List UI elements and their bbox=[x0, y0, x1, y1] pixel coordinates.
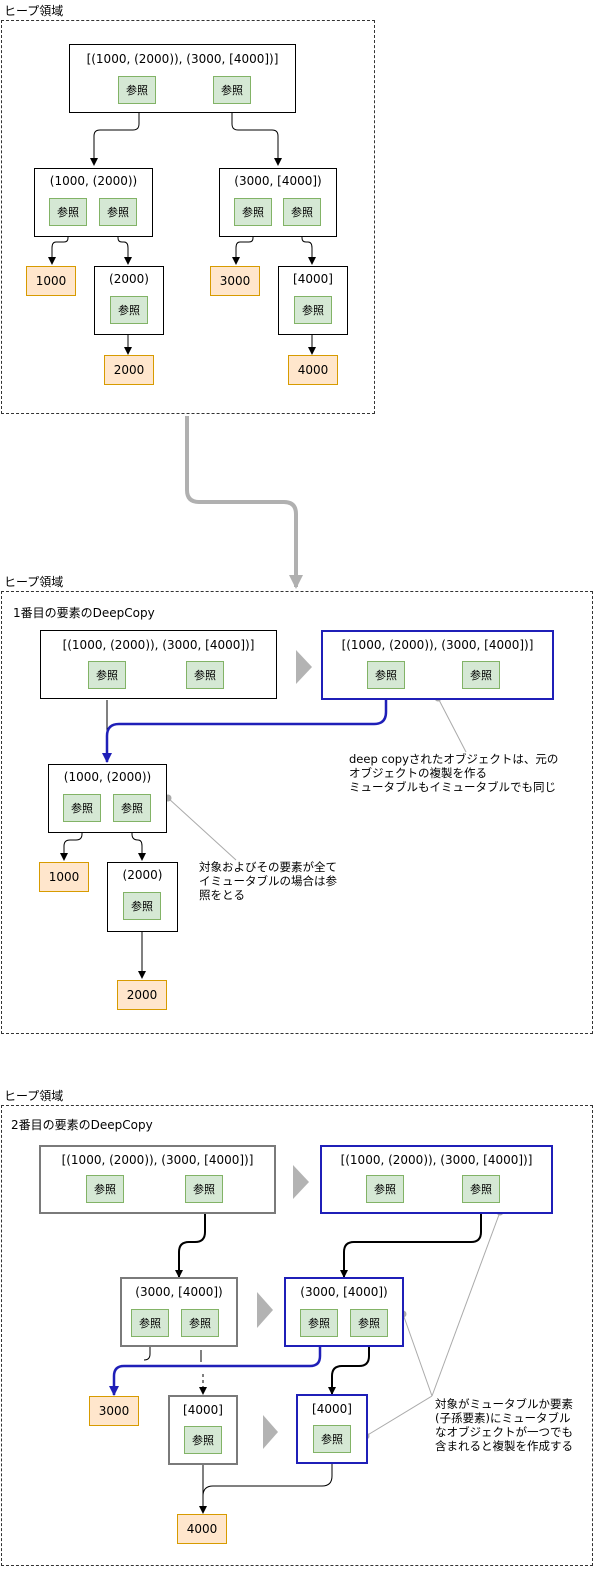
deep-copy-note: deep copyされたオブジェクトは、元の オブジェクトの複製を作る ミュータ… bbox=[349, 752, 559, 794]
ref-cell: 参照 bbox=[367, 661, 405, 689]
heap-label: ヒープ領域 bbox=[4, 575, 64, 589]
list-title: [4000] bbox=[293, 272, 333, 286]
heap-region-1 bbox=[1, 20, 375, 414]
ref-cell: 参照 bbox=[213, 76, 251, 104]
ref-cell: 参照 bbox=[234, 198, 272, 226]
ref-cell: 参照 bbox=[131, 1309, 169, 1337]
copied-list-object: [(1000, (2000)), (3000, [4000])] bbox=[320, 1145, 553, 1214]
ref-cell: 参照 bbox=[113, 794, 151, 822]
heap-region-2 bbox=[1, 591, 593, 1034]
transition-arrow bbox=[185, 416, 303, 589]
ref-cell: 参照 bbox=[313, 1425, 351, 1453]
list-title: [4000] bbox=[312, 1402, 352, 1416]
ref-cell: 参照 bbox=[86, 1175, 124, 1203]
ref-cell: 参照 bbox=[350, 1309, 388, 1337]
ref-cell: 参照 bbox=[294, 296, 332, 324]
int-value: 2000 bbox=[117, 980, 167, 1010]
ref-cell: 参照 bbox=[184, 1426, 222, 1454]
ref-cell: 参照 bbox=[110, 296, 148, 324]
heap-label: ヒープ領域 bbox=[4, 1089, 64, 1103]
list-object: [(1000, (2000)), (3000, [4000])] bbox=[69, 44, 296, 113]
tuple-title: (3000, [4000]) bbox=[234, 174, 322, 188]
ref-cell: 参照 bbox=[88, 661, 126, 689]
list-title: [4000] bbox=[183, 1403, 223, 1417]
list-title: [(1000, (2000)), (3000, [4000])] bbox=[61, 1153, 254, 1167]
list-title: [(1000, (2000)), (3000, [4000])] bbox=[340, 1153, 533, 1167]
copy-direction-icon bbox=[263, 1415, 278, 1449]
copy-direction-icon bbox=[296, 650, 312, 684]
section3-arrows bbox=[109, 1203, 501, 1514]
ref-cell: 参照 bbox=[123, 892, 161, 920]
ref-cell: 参照 bbox=[99, 198, 137, 226]
tuple-title: (1000, (2000)) bbox=[49, 174, 138, 188]
copy-direction-icon bbox=[293, 1165, 309, 1199]
ref-cell: 参照 bbox=[181, 1309, 219, 1337]
ref-cell: 参照 bbox=[63, 794, 101, 822]
tuple-title: (3000, [4000]) bbox=[300, 1285, 388, 1299]
ref-cell: 参照 bbox=[300, 1309, 338, 1337]
tuple-title: (1000, (2000)) bbox=[63, 770, 152, 784]
ref-cell: 参照 bbox=[283, 198, 321, 226]
int-value: 1000 bbox=[26, 266, 76, 296]
ref-cell: 参照 bbox=[366, 1175, 404, 1203]
int-value: 1000 bbox=[39, 862, 89, 892]
ref-cell: 参照 bbox=[185, 1175, 223, 1203]
tuple-object: (2000) bbox=[107, 862, 178, 932]
tuple-title: (2000) bbox=[109, 272, 149, 286]
tuple-title: (2000) bbox=[122, 868, 163, 882]
ref-cell: 参照 bbox=[49, 198, 87, 226]
list-title: [(1000, (2000)), (3000, [4000])] bbox=[86, 52, 279, 66]
copied-list-object: [(1000, (2000)), (3000, [4000])] bbox=[321, 630, 554, 700]
section1-arrows bbox=[48, 104, 316, 355]
ref-cell: 参照 bbox=[118, 76, 156, 104]
int-value: 2000 bbox=[104, 355, 154, 385]
tuple-title: (3000, [4000]) bbox=[135, 1285, 223, 1299]
int-value: 3000 bbox=[89, 1396, 139, 1426]
ref-cell: 参照 bbox=[186, 661, 224, 689]
list-object: [(1000, (2000)), (3000, [4000])] bbox=[40, 630, 277, 699]
heap-label: ヒープ領域 bbox=[4, 4, 64, 18]
int-value: 4000 bbox=[177, 1514, 227, 1544]
list-title: [(1000, (2000)), (3000, [4000])] bbox=[62, 638, 255, 652]
list-object: [(1000, (2000)), (3000, [4000])] bbox=[39, 1145, 276, 1214]
mutable-note: 対象がミュータブルか要素 (子孫要素)にミュータブル なオブジェクトが一つでも … bbox=[435, 1397, 573, 1453]
int-value: 4000 bbox=[288, 355, 338, 385]
section-title: 1番目の要素のDeepCopy bbox=[13, 606, 155, 620]
list-title: [(1000, (2000)), (3000, [4000])] bbox=[341, 638, 534, 652]
ref-cell: 参照 bbox=[462, 1175, 500, 1203]
copy-direction-icon bbox=[257, 1292, 273, 1328]
heap-region-3 bbox=[1, 1105, 593, 1566]
section2-arrows bbox=[60, 690, 467, 979]
section-title: 2番目の要素のDeepCopy bbox=[11, 1118, 153, 1132]
immutable-note: 対象およびその要素が全て イミュータブルの場合は参 照をとる bbox=[199, 860, 337, 902]
ref-cell: 参照 bbox=[462, 661, 500, 689]
int-value: 3000 bbox=[210, 266, 260, 296]
